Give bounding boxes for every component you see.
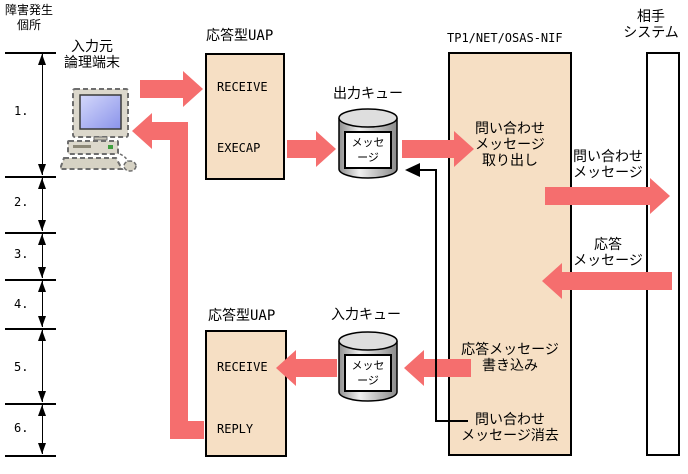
arrow-reply-to-terminal-bottom [170, 421, 204, 439]
arrow-response-from-partner [542, 263, 672, 299]
input-queue-title: 入力キュー [331, 307, 401, 323]
nif-title: TP1/NET/OSAS-NIF [447, 31, 563, 45]
terminal-label-line1: 入力元 [71, 39, 113, 55]
scale-tick-line [5, 176, 56, 178]
response-message-label: 応答 メッセージ [573, 237, 643, 269]
scale-range-arrow [38, 405, 47, 454]
scale-title: 障害発生 個所 [0, 3, 58, 33]
arrow-terminal-to-uap [140, 71, 203, 107]
uap-top-receive: RECEIVE [217, 80, 268, 94]
uap-top-execap: EXECAP [217, 141, 261, 155]
arrow-nif-to-input-queue [404, 350, 471, 386]
keyboard [60, 157, 124, 170]
output-queue-message-box: メッセ ージ [344, 131, 392, 169]
partner-system-title: 相手 システム [623, 9, 679, 41]
terminal-icon [60, 88, 137, 172]
scale-tick-line [5, 279, 56, 281]
nif-step-write: 応答メッセージ 書き込み [461, 342, 559, 374]
output-queue-message-line2: ージ [357, 151, 379, 164]
erase-leader-vertical [435, 169, 437, 422]
inquiry-message-label: 問い合わせ メッセージ [573, 149, 643, 181]
scale-tick-line [5, 232, 56, 234]
terminal-label-line2: 論理端末 [64, 55, 120, 71]
scale-tick-line [5, 52, 56, 54]
input-queue-message-box: メッセ ージ [344, 354, 392, 392]
scale-range-arrow [38, 281, 47, 327]
monitor-screen [79, 94, 122, 130]
nif-step-fetch: 問い合わせ メッセージ 取り出し [475, 121, 545, 169]
uap-bottom-receive: RECEIVE [217, 360, 268, 374]
scale-section-label: 4. [14, 297, 29, 311]
scale-title-line1: 障害発生 [4, 3, 53, 17]
erase-leader-arrowhead [405, 163, 420, 177]
scale-title-line2: 個所 [16, 18, 41, 32]
arrow-reply-to-terminal-head [132, 113, 152, 149]
output-queue-title: 出力キュー [333, 86, 403, 102]
scale-tick-line [5, 403, 56, 405]
arrow-output-queue-to-nif [402, 131, 474, 167]
scale-tick-line [5, 328, 56, 330]
scale-range-arrow [38, 234, 47, 278]
uap-top-box: RECEIVE EXECAP [205, 53, 285, 180]
scale-range-arrow [38, 330, 47, 402]
scale-section-label: 1. [14, 104, 29, 118]
input-queue-message-line1: メッセ [351, 359, 385, 372]
partner-system-box [646, 52, 680, 456]
scale-range-arrow [38, 178, 47, 231]
input-queue-message-line2: ージ [357, 374, 379, 387]
arrow-inquiry-to-partner [545, 178, 670, 214]
mouse [123, 160, 137, 172]
uap-bottom-box: RECEIVE REPLY [205, 330, 287, 457]
computer-case [67, 140, 119, 155]
erase-leader-bottom [435, 420, 468, 422]
arrow-input-queue-to-uap [276, 350, 337, 386]
erase-leader-top [420, 169, 436, 171]
uap-bottom-title: 応答型UAP [208, 308, 276, 324]
scale-section-label: 2. [14, 195, 29, 209]
arrow-reply-to-terminal-vertical [170, 122, 188, 439]
arrow-execap-to-output-queue [287, 131, 336, 167]
uap-top-title: 応答型UAP [206, 28, 274, 44]
output-queue-message-line1: メッセ [351, 136, 385, 149]
scale-tick-line [5, 455, 56, 457]
scale-section-label: 6. [14, 421, 29, 435]
terminal-label: 入力元 論理端末 [40, 39, 144, 71]
scale-range-arrow [38, 54, 47, 175]
nif-box: 問い合わせ メッセージ 取り出し 応答メッセージ 書き込み 問い合わせ メッセー… [448, 52, 572, 456]
uap-bottom-reply: REPLY [217, 422, 254, 436]
nif-step-erase: 問い合わせ メッセージ消去 [461, 412, 559, 444]
scale-section-label: 5. [14, 360, 29, 374]
scale-section-label: 3. [14, 247, 29, 261]
